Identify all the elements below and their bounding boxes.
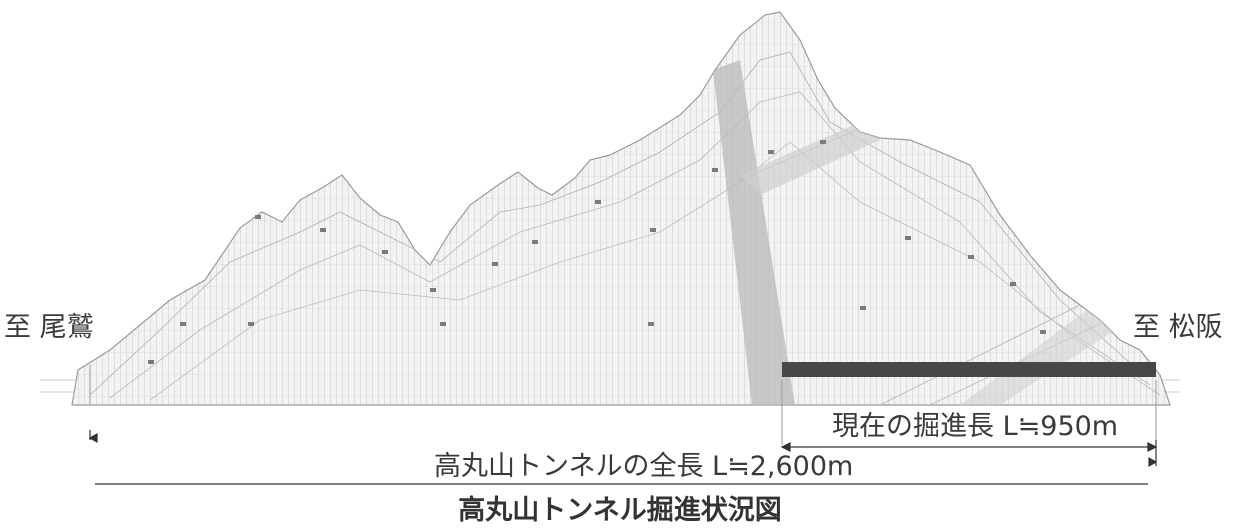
fault-zone-band: [713, 60, 795, 405]
survey-markers: [148, 140, 1106, 370]
fault-zone-band-right: [740, 118, 880, 195]
current-length-label: 現在の掘進長 L≒950m: [832, 411, 1119, 442]
mountain-interior: [72, 12, 1170, 405]
total-length-dimension: [88, 430, 1158, 485]
diagram-title: 高丸山トンネル掘進状況図: [458, 495, 782, 526]
tunnel-progress-bar: [782, 362, 1156, 377]
direction-label-owase: 至 尾鷲: [4, 312, 94, 343]
total-length-label: 高丸山トンネルの全長 L≒2,600m: [434, 451, 854, 482]
fault-zone-band-lower: [960, 300, 1130, 405]
direction-label-matsusaka: 至 松阪: [1133, 312, 1223, 343]
current-length-dimension: [780, 442, 1158, 452]
